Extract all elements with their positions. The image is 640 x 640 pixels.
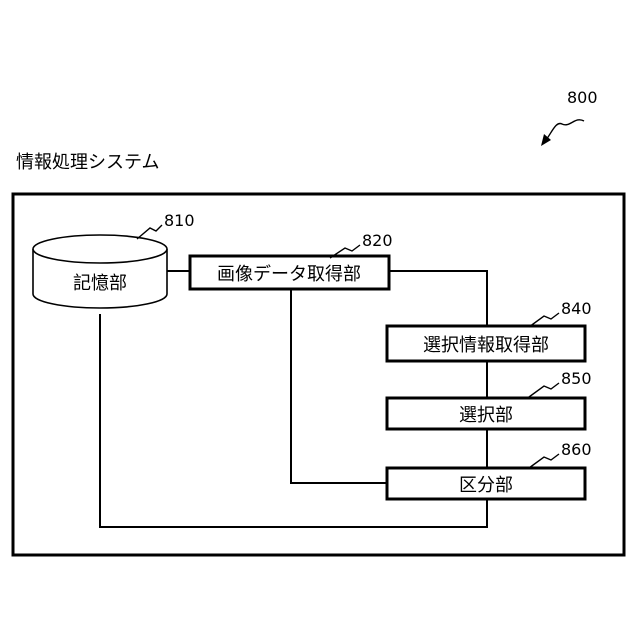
image-data-acquisition-ref-number: 820 xyxy=(362,231,393,250)
connector-acquisition-to-classification xyxy=(291,289,387,483)
storage-label: 記憶部 xyxy=(73,273,127,294)
storage-cylinder-top xyxy=(33,235,167,263)
image-data-acquisition-node: 画像データ取得部 xyxy=(190,256,389,289)
system-ref-arrow xyxy=(546,120,584,140)
classification-label: 区分部 xyxy=(459,475,513,496)
selection-node: 選択部 xyxy=(387,398,585,429)
connector-acquisition-to-selection-info xyxy=(389,271,487,326)
system-title: 情報処理システム xyxy=(16,152,159,173)
system-ref-number: 800 xyxy=(567,88,598,107)
storage-ref-leader xyxy=(137,225,162,239)
selection-ref-leader xyxy=(529,383,559,397)
storage-node: 記憶部 xyxy=(33,235,167,308)
selection-info-acquisition-label: 選択情報取得部 xyxy=(423,335,549,356)
selection-label: 選択部 xyxy=(459,405,513,426)
selection-info-acquisition-ref-number: 840 xyxy=(561,299,592,318)
classification-ref-number: 860 xyxy=(561,440,592,459)
selection-ref-number: 850 xyxy=(561,369,592,388)
image-data-acquisition-label: 画像データ取得部 xyxy=(217,264,361,285)
classification-node: 区分部 xyxy=(387,468,585,499)
storage-ref-number: 810 xyxy=(164,211,195,230)
classification-ref-leader xyxy=(529,454,559,468)
selection-info-acquisition-node: 選択情報取得部 xyxy=(387,326,585,361)
